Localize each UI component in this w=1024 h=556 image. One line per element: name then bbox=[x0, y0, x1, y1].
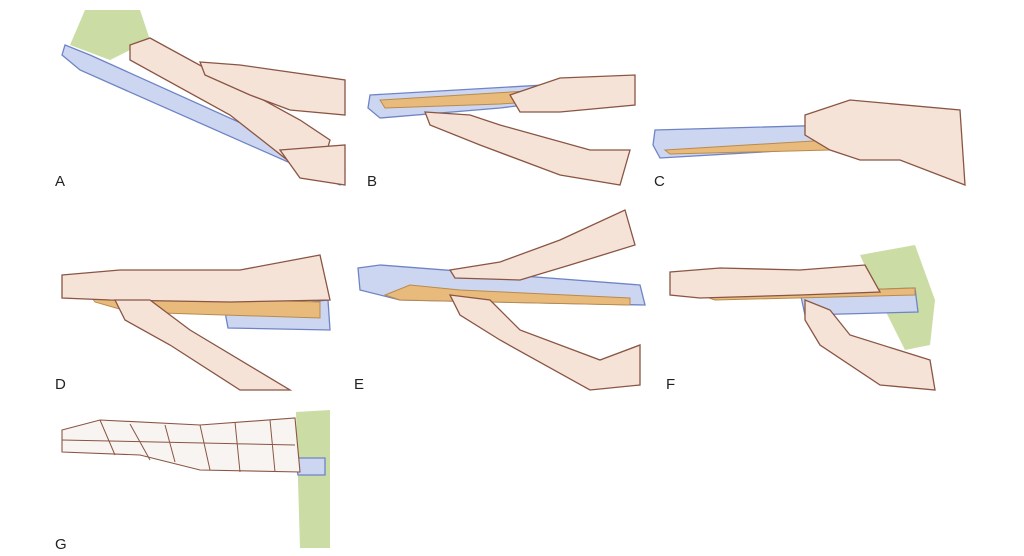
panel-f-illustration bbox=[669, 245, 936, 391]
panel-label-e: E bbox=[354, 376, 365, 393]
panel-d-illustration bbox=[61, 254, 331, 391]
panel-label-g: G bbox=[55, 536, 67, 553]
panel-c-illustration bbox=[652, 99, 966, 186]
panel-b-illustration bbox=[367, 74, 636, 186]
panel-label-c: C bbox=[654, 173, 665, 190]
panel-label-f: F bbox=[666, 376, 676, 393]
panel-e-illustration bbox=[357, 209, 646, 391]
panel-g-illustration bbox=[61, 410, 330, 548]
panel-a-illustration bbox=[61, 10, 346, 186]
panel-label-d: D bbox=[55, 376, 66, 393]
panel-label-b: B bbox=[367, 173, 378, 190]
panel-label-a: A bbox=[55, 173, 66, 190]
